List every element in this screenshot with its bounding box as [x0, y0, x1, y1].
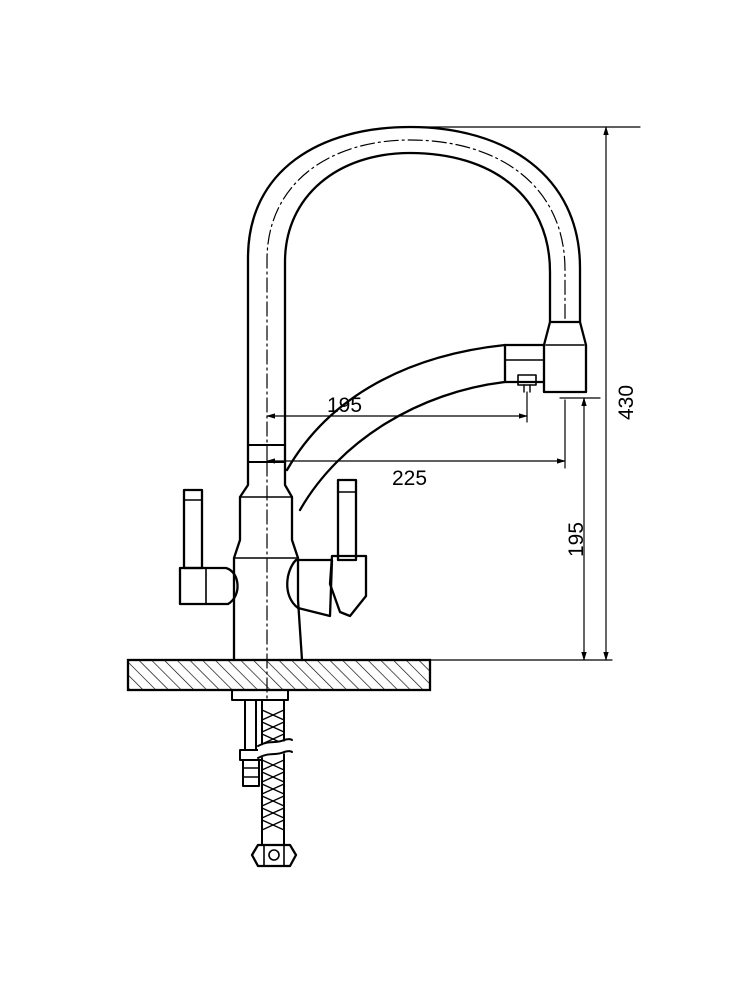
spout-head	[503, 320, 588, 394]
left-handle	[178, 488, 239, 606]
dimension-lines	[266, 126, 641, 661]
dim-label-spout-height: 195	[565, 522, 588, 557]
dim-label-total-height: 430	[615, 385, 638, 420]
hose-braid	[261, 709, 285, 831]
dim-label-reach-outer: 225	[392, 467, 427, 490]
countertop	[126, 658, 613, 692]
gooseneck-spout	[246, 125, 582, 464]
mounting-hoses	[231, 689, 298, 868]
dim-label-reach-inner: 195	[327, 394, 362, 417]
right-handle	[286, 478, 368, 618]
filter-spout-arc	[285, 343, 507, 512]
